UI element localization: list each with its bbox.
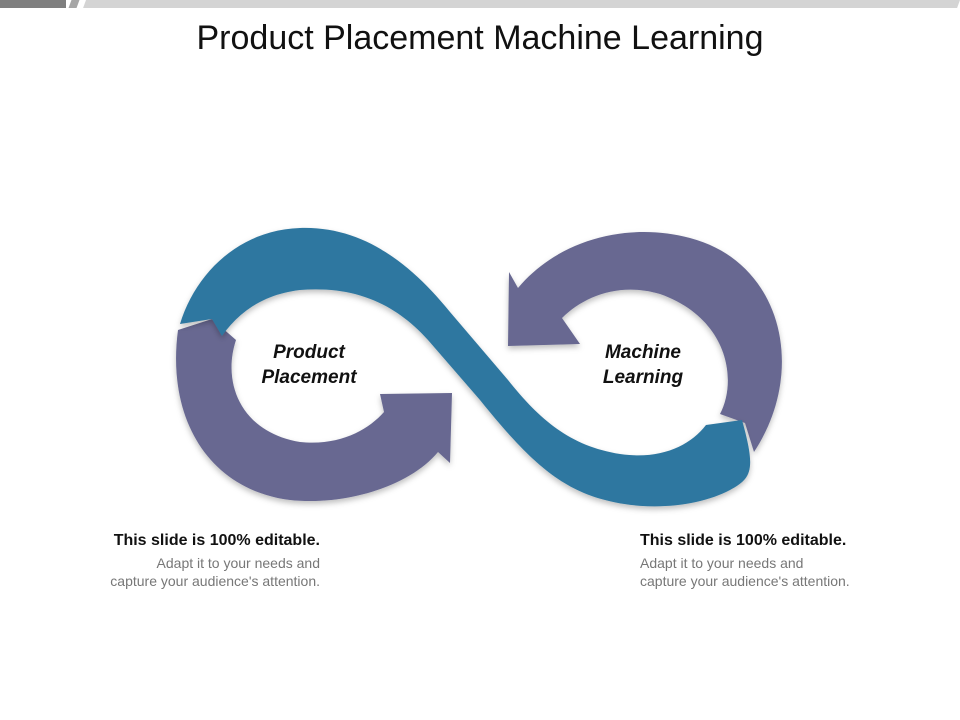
slide-title: Product Placement Machine Learning xyxy=(196,19,764,57)
left-loop-label-line1: Product xyxy=(273,342,345,363)
left-note-title: This slide is 100% editable. xyxy=(113,532,320,549)
left-note-line2: capture your audience's attention. xyxy=(110,573,320,589)
header-decor-bar xyxy=(0,0,960,10)
right-note-body: Adapt it to your needs and capture your … xyxy=(640,554,930,590)
header-decor-segment xyxy=(0,0,66,8)
right-note-line2: capture your audience's attention. xyxy=(640,573,850,589)
right-note-title: This slide is 100% editable. xyxy=(640,532,847,549)
right-note-line1: Adapt it to your needs and xyxy=(640,555,804,571)
infinity-band xyxy=(180,227,751,507)
right-loop-label-line1: Machine xyxy=(604,342,682,363)
left-loop-label-line2: Placement xyxy=(261,367,357,388)
right-loop-label-line2: Learning xyxy=(602,367,684,388)
left-loop-label: Product Placement xyxy=(234,340,384,390)
right-cycle-arrow xyxy=(508,232,782,452)
left-note-line1: Adapt it to your needs and xyxy=(156,555,320,571)
right-loop-label: Machine Learning xyxy=(568,340,718,390)
left-note-body: Adapt it to your needs and capture your … xyxy=(40,554,320,590)
left-cycle-arrow xyxy=(176,319,453,502)
